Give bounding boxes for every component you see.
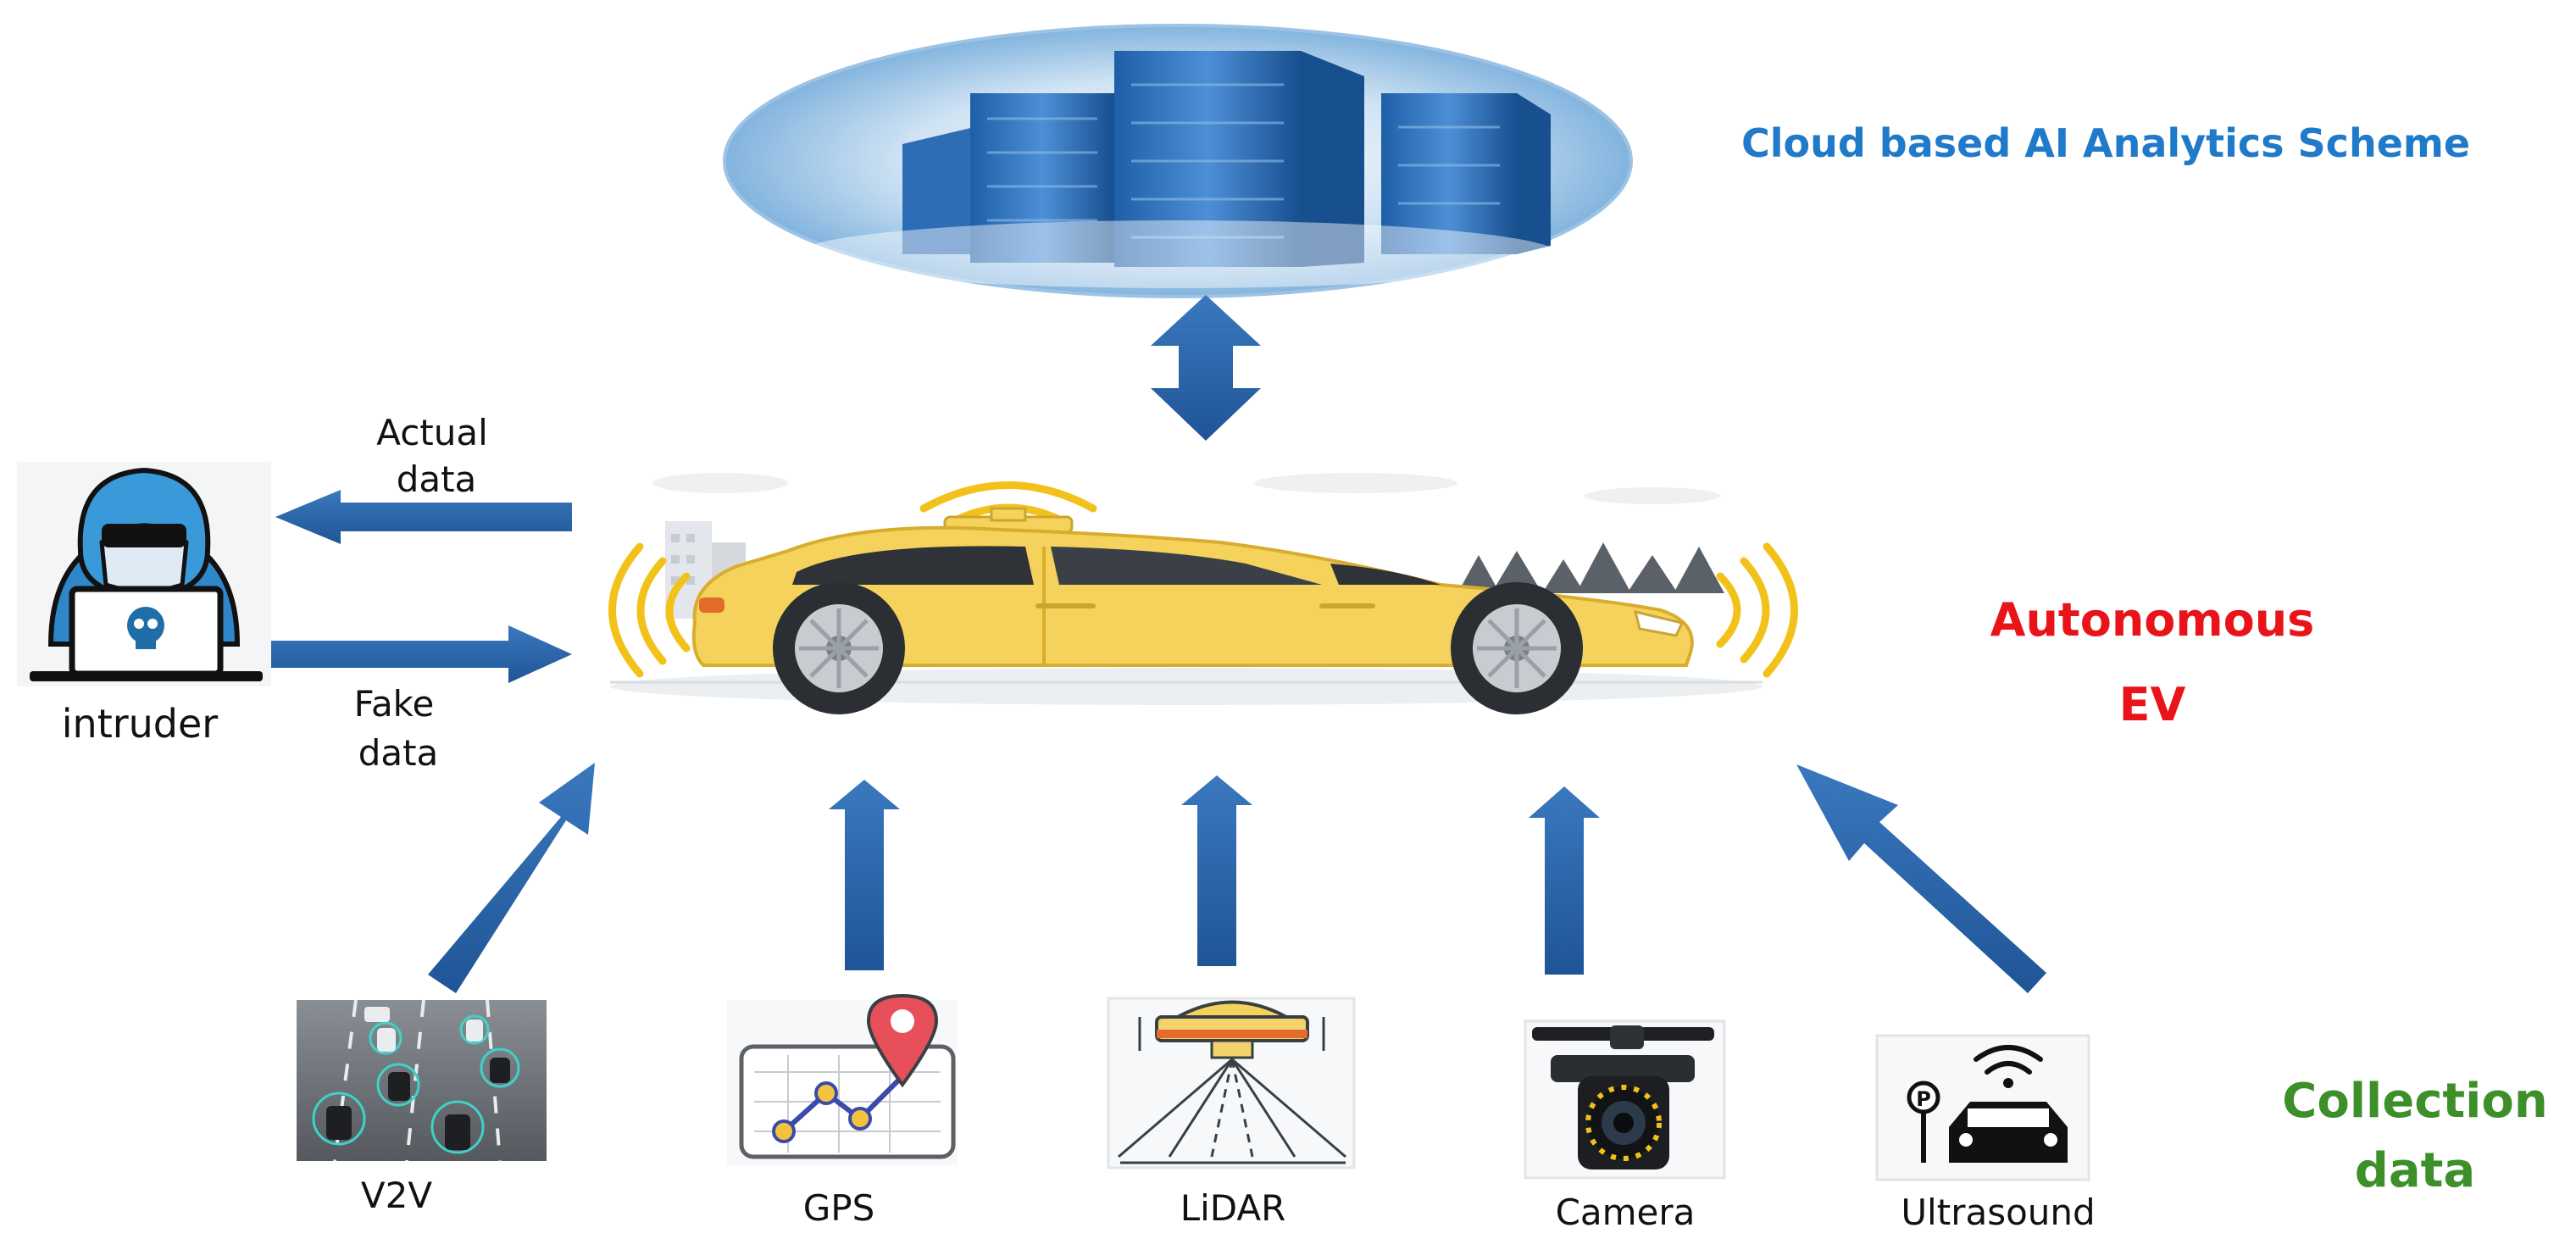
v2v-traffic-icon	[297, 999, 547, 1162]
camera-to-car-arrow	[1529, 786, 1600, 975]
collection-label-line1: Collection	[2282, 1074, 2547, 1129]
fake-data-label-line2: data	[358, 732, 439, 774]
ultrasound-to-car-arrow	[1796, 764, 2046, 993]
actual-data-label-line1: Actual	[376, 412, 488, 453]
gps-map-icon	[727, 993, 958, 1165]
gps-to-car-arrow	[829, 780, 900, 970]
v2v-label: V2V	[361, 1175, 432, 1216]
cloud-label: Cloud based AI Analytics Scheme	[1741, 120, 2470, 166]
ev-label-line1: Autonomous	[1990, 593, 2315, 647]
intruder-label: intruder	[62, 701, 219, 747]
map-pin-icon	[866, 993, 939, 1088]
lidar-label: LiDAR	[1180, 1187, 1286, 1229]
parking-p-glyph: P	[1916, 1087, 1931, 1111]
actual-data-label-line2: data	[397, 458, 477, 500]
car-camera-icon	[1524, 1019, 1726, 1180]
collection-label-line2: data	[2355, 1143, 2475, 1198]
ev-label-line2: EV	[2119, 678, 2186, 731]
lidar-to-car-arrow	[1181, 775, 1252, 966]
cloud-car-double-arrow	[1151, 295, 1261, 441]
ultrasound-label: Ultrasound	[1901, 1192, 2095, 1233]
parking-sensor-icon: P	[1875, 1034, 2090, 1181]
hacker-icon	[17, 462, 271, 686]
camera-label: Camera	[1556, 1192, 1696, 1233]
autonomous-car-icon	[608, 473, 1798, 714]
v2v-to-car-arrow	[428, 763, 595, 993]
actual-data-arrow	[275, 490, 572, 544]
fake-data-label-line1: Fake	[354, 683, 435, 725]
gps-label: GPS	[803, 1187, 875, 1229]
fake-data-arrow	[271, 625, 572, 683]
server-cloud-icon	[723, 24, 1633, 298]
lidar-sensor-icon	[1107, 997, 1356, 1169]
skull-icon	[127, 607, 164, 644]
